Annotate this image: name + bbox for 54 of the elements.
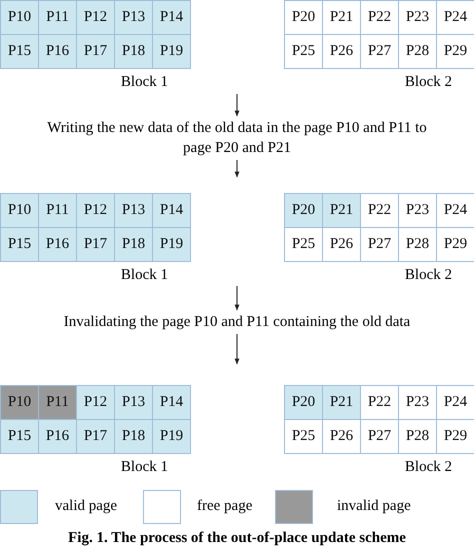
page-cell: P20 <box>284 0 323 35</box>
page-cell: P14 <box>152 0 191 35</box>
page-cell: P25 <box>284 34 323 69</box>
page-cell: P11 <box>38 193 77 228</box>
arrow <box>234 160 240 178</box>
page-cell: P15 <box>0 227 39 262</box>
page-cell: P12 <box>76 385 115 420</box>
page-cell: P16 <box>38 34 77 69</box>
legend-label: free page <box>197 498 252 515</box>
page-cell: P10 <box>0 0 39 35</box>
page-cell: P21 <box>322 385 361 420</box>
arrow <box>234 94 240 117</box>
page-cell: P12 <box>76 193 115 228</box>
legend-label: invalid page <box>337 498 411 515</box>
page-cell: P18 <box>114 419 153 454</box>
page-cell: P19 <box>152 34 191 69</box>
page-cell: P11 <box>38 385 77 420</box>
block-label: Block 2 <box>404 74 452 91</box>
block-label: Block 2 <box>404 459 452 476</box>
page-cell: P25 <box>284 419 323 454</box>
page-cell: P19 <box>152 227 191 262</box>
block-label: Block 1 <box>120 459 168 476</box>
page-cell: P21 <box>322 193 361 228</box>
page-cell: P18 <box>114 34 153 69</box>
page-cell: P14 <box>152 193 191 228</box>
page-cell: P10 <box>0 385 39 420</box>
page-cell: P13 <box>114 0 153 35</box>
page-cell: P17 <box>76 34 115 69</box>
page-cell: P17 <box>76 227 115 262</box>
page-cell: P13 <box>114 193 153 228</box>
page-cell: P25 <box>284 227 323 262</box>
block-label: Block 1 <box>120 267 168 284</box>
page-cell: P13 <box>114 385 153 420</box>
block-label: Block 1 <box>120 74 168 91</box>
page-cell: P20 <box>284 193 323 228</box>
page-cell: P10 <box>0 193 39 228</box>
arrow <box>234 286 240 311</box>
figure-caption: Fig. 1. The process of the out-of-place update scheme <box>67 530 407 547</box>
step-text: Invalidating the page P10 and P11 containing the old data <box>0 312 474 332</box>
page-cell: P19 <box>152 419 191 454</box>
page-cell: P14 <box>152 385 191 420</box>
arrow <box>234 334 240 365</box>
page-cell: P15 <box>0 419 39 454</box>
page-cell: P16 <box>38 419 77 454</box>
page-cell: P12 <box>76 0 115 35</box>
page-cell: P17 <box>76 419 115 454</box>
step-text: Writing the new data of the old data in the page P10 and P11 to page P20 and P21 <box>0 118 474 158</box>
page-cell: P20 <box>284 385 323 420</box>
page-cell: P11 <box>38 0 77 35</box>
legend-label: valid page <box>55 498 118 515</box>
page-cell: P15 <box>0 34 39 69</box>
page-cell: P18 <box>114 227 153 262</box>
page-cell: P16 <box>38 227 77 262</box>
block-label: Block 2 <box>404 267 452 284</box>
